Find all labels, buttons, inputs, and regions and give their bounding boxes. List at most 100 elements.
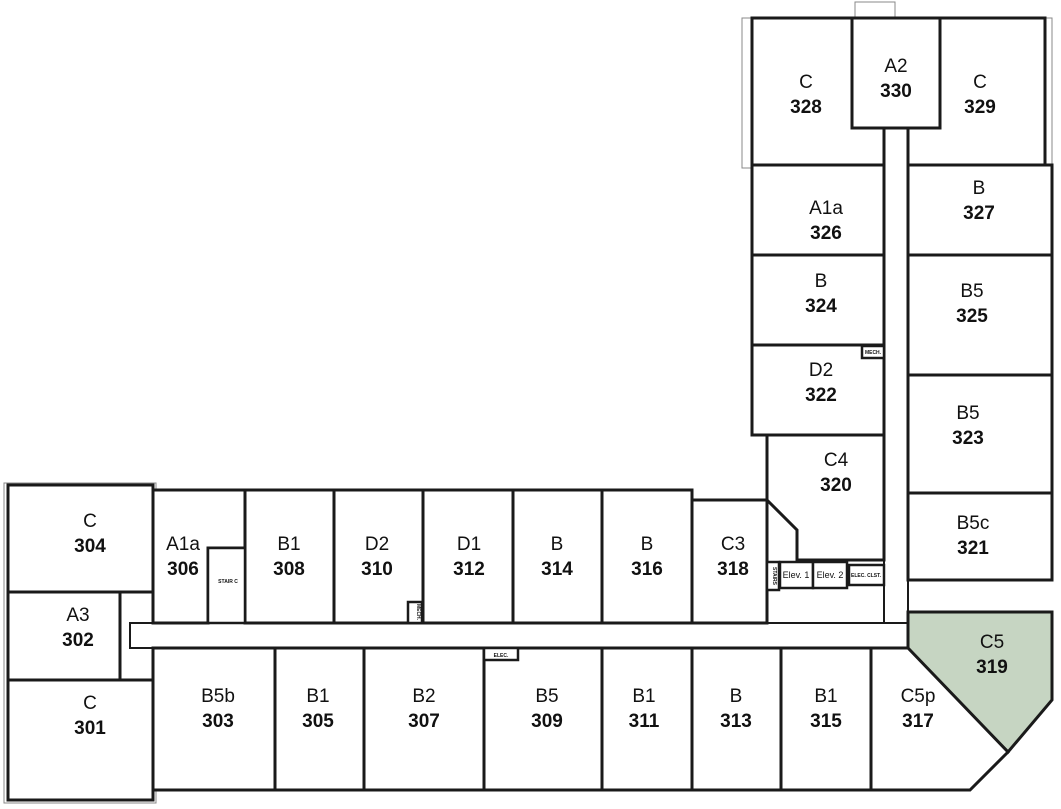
mech-room-322 — [860, 344, 886, 360]
unit-313[interactable]: B 313 — [690, 646, 783, 792]
unit-type-label: B — [641, 534, 654, 555]
unit-number-label: 329 — [964, 97, 996, 118]
mech-322-label: MECH. — [865, 350, 882, 356]
unit-number-label: 323 — [952, 428, 984, 449]
unit-number-label: 328 — [790, 97, 822, 118]
unit-shape[interactable] — [421, 488, 515, 625]
unit-number-label: 319 — [976, 657, 1008, 678]
unit-shape[interactable] — [243, 488, 336, 625]
unit-type-label: B — [730, 686, 743, 707]
elevator-2[interactable] — [811, 560, 849, 590]
unit-number-label: 313 — [720, 711, 752, 732]
elec-closet-label: ELEC. CLST. — [851, 573, 882, 579]
unit-shape[interactable] — [869, 646, 1011, 792]
elec-closet — [847, 563, 886, 587]
unit-number-label: 314 — [541, 559, 573, 580]
elevator-1-label: Elev. 1 — [783, 570, 810, 580]
elevator-2-label: Elev. 2 — [817, 570, 844, 580]
unit-number-label: 312 — [453, 559, 485, 580]
unit-type-label: B1 — [632, 686, 655, 707]
unit-number-label: 306 — [167, 559, 199, 580]
unit-shape[interactable] — [690, 498, 769, 625]
unit-type-label: B — [815, 271, 828, 292]
unit-number-label: 304 — [74, 536, 106, 557]
unit-type-label: D1 — [457, 534, 481, 555]
unit-number-label: 316 — [631, 559, 663, 580]
elec-corridor-room — [482, 646, 520, 662]
unit-type-label: C — [83, 511, 97, 532]
unit-shape[interactable] — [906, 610, 1054, 755]
unit-number-label: 321 — [957, 538, 989, 559]
unit-number-label: 317 — [902, 711, 934, 732]
unit-304[interactable]: C 304 — [6, 483, 155, 594]
mech-room-310 — [406, 600, 424, 625]
unit-type-label: B — [973, 178, 986, 199]
unit-shape[interactable] — [906, 491, 1054, 582]
unit-type-label: B1 — [814, 686, 837, 707]
unit-shape[interactable] — [511, 488, 604, 625]
unit-number-label: 302 — [62, 630, 94, 651]
unit-type-label: B1 — [306, 686, 329, 707]
unit-type-label: C — [799, 72, 813, 93]
unit-type-label: C5p — [901, 686, 936, 707]
unit-number-label: 318 — [717, 559, 749, 580]
unit-type-label: C5 — [980, 632, 1004, 653]
unit-316[interactable]: B 316 — [600, 488, 694, 625]
unit-type-label: C — [973, 72, 987, 93]
unit-number-label: 308 — [273, 559, 305, 580]
unit-shape[interactable] — [600, 488, 694, 625]
unit-329[interactable]: C 329 — [906, 16, 1047, 167]
unit-shape[interactable] — [6, 678, 155, 802]
unit-number-label: 309 — [531, 711, 563, 732]
unit-type-label: A3 — [66, 605, 89, 626]
unit-type-label: B2 — [412, 686, 435, 707]
unit-type-label: B1 — [277, 534, 300, 555]
stairs-label: STAIRS — [771, 567, 777, 586]
unit-number-label: 311 — [629, 711, 660, 732]
unit-type-label: C4 — [824, 450, 849, 471]
unit-type-label: B5 — [535, 686, 558, 707]
unit-number-label: 325 — [956, 306, 988, 327]
vertical-corridor — [883, 127, 909, 624]
unit-type-label: B5 — [960, 281, 983, 302]
unit-type-label: A1a — [166, 534, 200, 555]
unit-number-label: 307 — [408, 711, 440, 732]
unit-type-label: D2 — [809, 360, 833, 381]
stair-c-room — [206, 546, 247, 625]
unit-number-label: 330 — [880, 81, 912, 102]
unit-number-label: 305 — [302, 711, 334, 732]
elevator-1[interactable] — [778, 560, 815, 590]
unit-number-label: 315 — [810, 711, 842, 732]
unit-number-label: 310 — [361, 559, 393, 580]
unit-type-label: A2 — [884, 56, 907, 77]
unit-type-label: C3 — [721, 534, 745, 555]
unit-number-label: 322 — [805, 385, 837, 406]
unit-type-label: B5b — [201, 686, 235, 707]
